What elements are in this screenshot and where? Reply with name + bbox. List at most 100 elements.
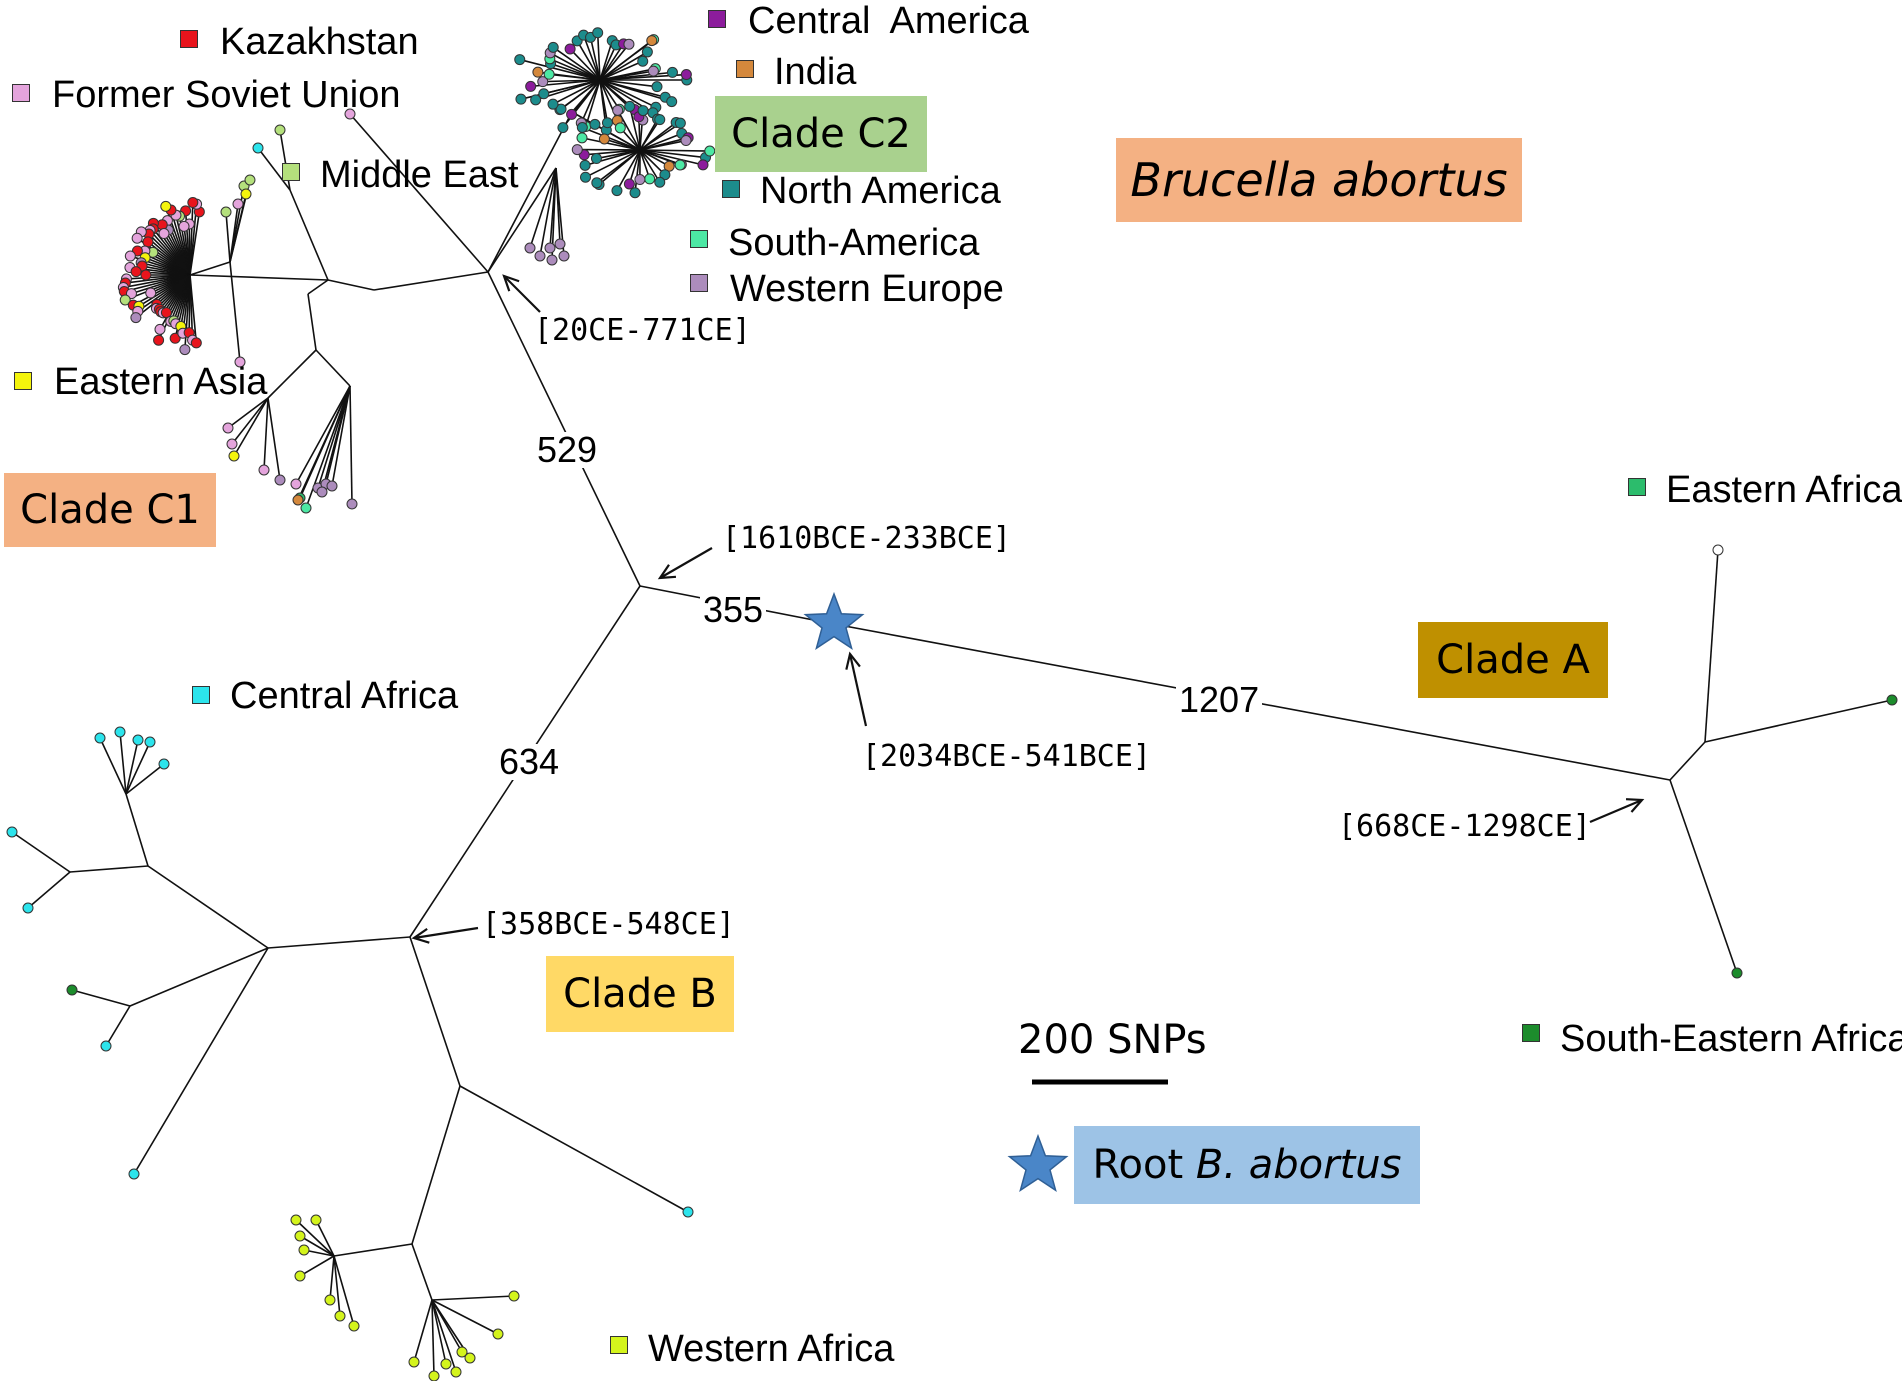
tree-branch xyxy=(317,385,351,489)
tree-branch xyxy=(315,349,351,387)
tree-tip xyxy=(697,159,709,171)
tree-tip xyxy=(290,478,302,490)
tree-branch xyxy=(125,739,139,795)
date-arrow-a xyxy=(1589,798,1643,824)
tree-tip xyxy=(220,206,232,218)
tree-tip xyxy=(611,185,623,197)
tree-branch xyxy=(628,149,641,185)
tree-branch xyxy=(307,279,329,295)
root-star-icon xyxy=(803,591,865,651)
tree-branch xyxy=(639,149,670,167)
tree-branch xyxy=(616,149,641,192)
tree-branch xyxy=(596,32,601,81)
date-arrow-c2 xyxy=(503,275,541,313)
tree-tip xyxy=(637,55,649,67)
legend-label-western-africa: Western Africa xyxy=(648,1328,895,1370)
legend-label-eastern-asia: Eastern Asia xyxy=(54,361,268,403)
tree-tip xyxy=(492,1328,504,1340)
tree-branch xyxy=(27,871,71,909)
tree-branch xyxy=(555,167,561,245)
tree-branch xyxy=(229,261,241,363)
tree-tip xyxy=(674,117,686,129)
tree-branch xyxy=(552,46,601,81)
tree-branch xyxy=(125,741,151,795)
tree-branch xyxy=(257,147,291,191)
tree-tip xyxy=(428,1370,440,1381)
tree-tip xyxy=(651,81,663,93)
legend-label-middle-east: Middle East xyxy=(320,154,519,196)
tree-tip xyxy=(532,66,544,78)
legend-swatch-central-africa xyxy=(192,686,210,704)
tree-tip xyxy=(158,758,170,770)
tree-branch xyxy=(487,111,573,273)
tree-branch xyxy=(582,126,641,151)
tree-tip xyxy=(130,312,142,324)
tree-branch xyxy=(582,34,601,81)
tree-branch xyxy=(307,293,317,351)
tree-branch xyxy=(639,139,687,151)
tree-tip xyxy=(538,88,550,100)
tree-branch xyxy=(581,137,641,151)
tree-branch xyxy=(599,51,648,81)
tree-tip xyxy=(634,174,646,186)
tree-tip xyxy=(543,68,555,80)
branch-to-isolated-tip xyxy=(349,113,489,273)
tree-branch xyxy=(125,763,165,795)
tree-branch xyxy=(189,274,329,281)
tree-branch xyxy=(589,37,601,81)
tree-tip xyxy=(160,200,172,212)
clade-c1-box: Clade C1 xyxy=(4,473,216,547)
legend-swatch-western-europe xyxy=(690,274,708,292)
tree-tip xyxy=(514,54,526,66)
legend-label-kazakhstan: Kazakhstan xyxy=(220,21,419,63)
tree-tip xyxy=(226,438,238,450)
tree-branch xyxy=(147,865,269,949)
tree-branch xyxy=(1669,741,1706,781)
tree-tip xyxy=(240,188,252,200)
tree-tip xyxy=(654,176,666,188)
tree-tip xyxy=(557,122,569,134)
tree-tip xyxy=(22,902,34,914)
tree-tip xyxy=(1886,694,1898,706)
tree-branch xyxy=(229,203,239,263)
tree-tip xyxy=(682,1206,694,1218)
tree-tip xyxy=(579,171,591,183)
legend-swatch-south-america xyxy=(690,230,708,248)
legend-swatch-india xyxy=(736,60,754,78)
root-legend-star-icon xyxy=(1007,1133,1069,1193)
tree-branch xyxy=(267,349,317,399)
tree-branch xyxy=(639,119,661,151)
tree-tip xyxy=(571,144,583,156)
tree-tip xyxy=(132,734,144,746)
tree-tip xyxy=(704,145,716,157)
tree-tip xyxy=(274,124,286,136)
tree-branch xyxy=(599,44,617,81)
legend-swatch-eastern-africa xyxy=(1628,478,1646,496)
date-arrow-c-head xyxy=(657,564,677,580)
tree-branch xyxy=(411,1243,433,1301)
tree-tip xyxy=(6,826,18,838)
tree-branch xyxy=(549,58,601,81)
date-label-root: [2034BCE-541BCE] xyxy=(862,739,1151,774)
tree-branch xyxy=(539,167,557,257)
clade-a-box: Clade A xyxy=(1418,622,1608,698)
tree-tip xyxy=(534,250,546,262)
date-arrow-root-head xyxy=(845,651,861,670)
root-star-group xyxy=(803,591,1069,1193)
tree-branch xyxy=(599,39,653,81)
tree-branch xyxy=(267,936,411,949)
branch-split-to-c xyxy=(487,271,641,587)
tree-tip xyxy=(680,69,692,81)
legend-label-eastern-africa: Eastern Africa xyxy=(1666,469,1902,511)
tree-branch xyxy=(519,58,601,81)
tree-branch xyxy=(1704,549,1719,743)
clade-c1-label: Clade C1 xyxy=(20,487,200,533)
tree-tip xyxy=(294,1270,306,1282)
tree-tip xyxy=(579,159,591,171)
tree-tip xyxy=(663,160,675,172)
tree-tip xyxy=(576,132,588,144)
tree-branch xyxy=(431,1299,447,1365)
tree-tip xyxy=(292,494,304,506)
tree-tip xyxy=(187,197,199,209)
